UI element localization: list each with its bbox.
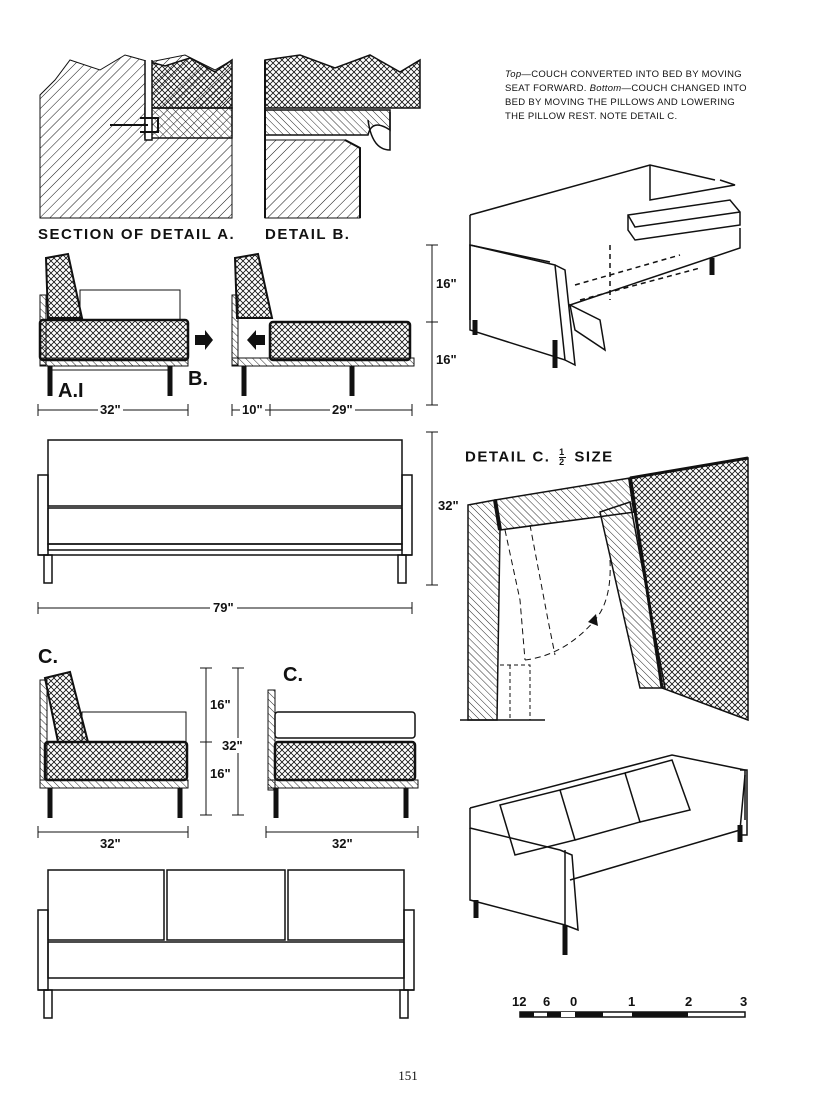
side-view-b (231, 252, 415, 396)
scale-label-3: 3 (740, 994, 748, 1009)
side-view-a1 (38, 252, 213, 396)
scale-label-6: 6 (543, 994, 551, 1009)
label-section-detail-a: SECTION OF DETAIL A. (38, 226, 236, 243)
scale-label-12: 12 (512, 994, 527, 1009)
dim-10: 10" (240, 402, 265, 417)
front-view-lower (37, 869, 415, 1019)
fraction-numerator: 1 (559, 447, 566, 458)
scale-label-2: 2 (685, 994, 693, 1009)
dim-c-left-width: 32" (100, 836, 121, 851)
dim-c-right-width: 32" (332, 836, 353, 851)
label-detail-b: DETAIL B. (265, 226, 351, 243)
label-c-right: C. (283, 664, 303, 686)
scale-bar (519, 1011, 746, 1018)
detail-c-size: SIZE (574, 448, 614, 466)
dim-height-upper: 16" (436, 276, 457, 291)
detail-c-title: DETAIL C. (465, 448, 551, 466)
front-view-upper (37, 439, 413, 584)
dim-c-height-lower: 16" (210, 766, 231, 781)
dimension-lines-front (37, 431, 438, 614)
perspective-couch-bed (469, 164, 741, 368)
figure-caption: Top—COUCH CONVERTED INTO BED BY MOVING S… (505, 68, 755, 124)
dim-c-height-upper: 16" (210, 697, 231, 712)
fraction-denominator: 2 (559, 457, 566, 467)
caption-bottom-tag: Bottom (589, 83, 622, 94)
section-detail-a-drawing (39, 54, 233, 219)
dim-front-height: 32" (438, 498, 459, 513)
label-a1: A.I (58, 380, 84, 402)
side-view-c-right (267, 689, 419, 818)
perspective-couch-pillows (469, 754, 748, 955)
dim-c-height-total: 32" (222, 738, 243, 753)
caption-bottom-text: —COUCH CHANGED INTO BED BY MOVING THE PI… (505, 83, 747, 122)
caption-top-text: —COUCH CONVERTED INTO BED BY MOVING SEAT… (505, 69, 742, 94)
scale-label-0: 0 (570, 994, 578, 1009)
dim-height-lower: 16" (436, 352, 457, 367)
page-number: 151 (398, 1068, 418, 1083)
dim-29: 29" (330, 402, 355, 417)
caption-top-tag: Top (505, 69, 522, 80)
side-view-c-left (39, 670, 189, 818)
dim-front-width: 79" (210, 600, 237, 615)
scale-label-1: 1 (628, 994, 636, 1009)
dimension-lines-c (37, 667, 419, 838)
label-c-left: C. (38, 646, 58, 668)
dim-top-left-width: 32" (98, 402, 123, 417)
label-b: B. (188, 368, 208, 390)
detail-c-drawing (460, 456, 749, 722)
detail-b-drawing (264, 54, 421, 219)
